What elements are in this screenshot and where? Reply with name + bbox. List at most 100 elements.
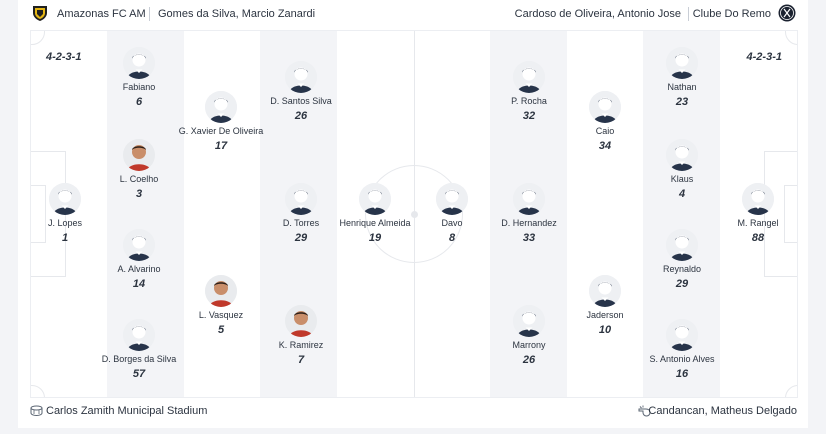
left-goal-area: [31, 185, 46, 243]
home-player[interactable]: G. Xavier De Oliveira 17: [166, 91, 276, 152]
player-name: D. Hernandez: [501, 218, 557, 228]
stadium-name[interactable]: Carlos Zamith Municipal Stadium: [46, 405, 208, 417]
player-name: Klaus: [670, 174, 694, 184]
player-avatar-icon: [742, 183, 774, 215]
player-number: 17: [214, 140, 228, 152]
player-number: 8: [448, 232, 456, 244]
player-avatar-icon: [49, 183, 81, 215]
player-name: K. Ramirez: [278, 340, 324, 350]
home-player[interactable]: D. Santos Silva 26: [246, 61, 356, 122]
player-name: A. Alvarino: [117, 264, 161, 274]
player-name: Marrony: [512, 340, 546, 350]
home-player[interactable]: A. Alvarino 14: [84, 229, 194, 290]
player-number: 33: [522, 232, 536, 244]
player-name: L. Coelho: [119, 174, 159, 184]
player-avatar-icon: [589, 275, 621, 307]
player-name: D. Torres: [282, 218, 320, 228]
corner-arc: [785, 385, 797, 397]
player-avatar-icon: [589, 91, 621, 123]
player-number: 19: [368, 232, 382, 244]
home-player[interactable]: Henrique Almeida 19: [320, 183, 430, 244]
away-player[interactable]: D. Hernandez 33: [474, 183, 584, 244]
player-avatar-icon: [285, 183, 317, 215]
player-name: L. Vasquez: [198, 310, 244, 320]
player-number: 5: [217, 324, 225, 336]
player-name: S. Antonio Alves: [649, 354, 715, 364]
away-team-name[interactable]: Clube Do Remo: [692, 8, 771, 20]
player-name: Davo: [441, 218, 463, 228]
header-divider: [149, 7, 150, 21]
center-spot: [411, 211, 418, 218]
player-avatar-icon: [436, 183, 468, 215]
player-avatar-icon: [123, 139, 155, 171]
header-divider: [688, 7, 689, 21]
player-avatar-icon: [205, 275, 237, 307]
home-formation: 4-2-3-1: [46, 51, 82, 63]
player-avatar-icon: [666, 47, 698, 79]
player-name: Jaderson: [586, 310, 624, 320]
away-player[interactable]: Reynaldo 29: [627, 229, 737, 290]
home-player[interactable]: L. Vasquez 5: [166, 275, 276, 336]
remo-crest-icon: [778, 4, 796, 22]
player-number: 34: [598, 140, 612, 152]
player-number: 29: [675, 278, 689, 290]
player-avatar-icon: [513, 61, 545, 93]
away-player[interactable]: Klaus 4: [627, 139, 737, 200]
away-player[interactable]: S. Antonio Alves 16: [627, 319, 737, 380]
player-number: 3: [135, 188, 143, 200]
referee-name: Candancan, Matheus Delgado: [648, 405, 797, 417]
player-number: 4: [678, 188, 686, 200]
player-name: D. Santos Silva: [270, 96, 332, 106]
player-avatar-icon: [359, 183, 391, 215]
lineup-header: Amazonas FC AM Gomes da Silva, Marcio Za…: [18, 0, 808, 28]
away-player[interactable]: Davo 8: [397, 183, 507, 244]
home-coach-name: Gomes da Silva, Marcio Zanardi: [158, 8, 316, 20]
player-avatar-icon: [513, 183, 545, 215]
player-avatar-icon: [123, 319, 155, 351]
home-player[interactable]: L. Coelho 3: [84, 139, 194, 200]
player-name: Nathan: [667, 82, 697, 92]
player-name: Reynaldo: [662, 264, 702, 274]
player-avatar-icon: [285, 305, 317, 337]
player-number: 57: [132, 368, 146, 380]
player-number: 1: [61, 232, 69, 244]
player-number: 26: [294, 110, 308, 122]
player-avatar-icon: [123, 229, 155, 261]
player-name: M. Rangel: [737, 218, 779, 228]
home-team-name[interactable]: Amazonas FC AM: [57, 8, 146, 20]
player-avatar-icon: [666, 229, 698, 261]
corner-arc: [785, 31, 797, 45]
player-number: 88: [751, 232, 765, 244]
player-name: Henrique Almeida: [339, 218, 411, 228]
player-avatar-icon: [666, 319, 698, 351]
player-number: 7: [297, 354, 305, 366]
player-number: 23: [675, 96, 689, 108]
player-avatar-icon: [285, 61, 317, 93]
whistle-icon: [638, 405, 651, 417]
player-avatar-icon: [666, 139, 698, 171]
player-number: 32: [522, 110, 536, 122]
lineup-footer: Carlos Zamith Municipal Stadium Candanca…: [18, 402, 808, 420]
player-avatar-icon: [123, 47, 155, 79]
home-player[interactable]: D. Torres 29: [246, 183, 356, 244]
player-number: 14: [132, 278, 146, 290]
home-player[interactable]: K. Ramirez 7: [246, 305, 356, 366]
amazonas-crest-icon: [33, 6, 47, 21]
corner-arc: [31, 31, 45, 45]
corner-arc: [31, 385, 45, 397]
away-player[interactable]: Nathan 23: [627, 47, 737, 108]
player-name: G. Xavier De Oliveira: [178, 126, 264, 136]
away-player[interactable]: M. Rangel 88: [703, 183, 797, 244]
player-number: 6: [135, 96, 143, 108]
player-number: 29: [294, 232, 308, 244]
player-avatar-icon: [205, 91, 237, 123]
lineup-card: Amazonas FC AM Gomes da Silva, Marcio Za…: [18, 0, 808, 428]
player-number: 16: [675, 368, 689, 380]
